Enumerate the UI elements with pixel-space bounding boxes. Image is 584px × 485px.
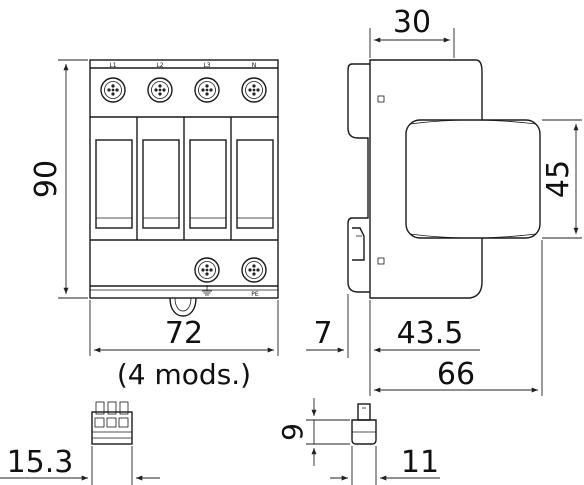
front-view: L1 L2 L3 N PE xyxy=(89,59,279,317)
dim-label-depth-total: 66 xyxy=(437,357,475,392)
pe-label: PE xyxy=(251,291,259,298)
cartridge-3 xyxy=(189,139,227,229)
side-lower-clip xyxy=(352,227,365,261)
plug-side-view: 9 11 xyxy=(276,398,440,485)
dim-label-height-front: 90 xyxy=(29,160,64,198)
side-din-rail-profile xyxy=(347,63,370,293)
side-cartridge xyxy=(405,119,541,239)
terminal-label-l2: L2 xyxy=(156,62,163,69)
terminal-label-n: N xyxy=(252,62,257,69)
terminal-screws-top xyxy=(100,77,267,103)
dim-label-plug-height: 9 xyxy=(276,423,309,441)
side-view xyxy=(347,59,541,299)
plug-contact xyxy=(106,417,117,428)
side-cartridge-bottom-curve xyxy=(409,233,537,239)
plug-contact xyxy=(118,417,129,428)
terminal-screws-bottom xyxy=(194,257,267,283)
cartridge-4 xyxy=(236,139,274,229)
ground-symbol-icon xyxy=(202,285,212,296)
terminal-screw-icon xyxy=(241,77,267,103)
side-indicator xyxy=(377,95,385,103)
plug-pin xyxy=(95,401,105,415)
terminal-label-l3: L3 xyxy=(203,62,210,69)
terminal-screw-icon xyxy=(100,77,126,103)
dim-label-depth-top: 30 xyxy=(393,5,431,40)
cartridge-1 xyxy=(95,139,133,229)
dim-label-offset-left: 7 xyxy=(313,316,332,351)
dim-label-height-side: 45 xyxy=(541,160,576,198)
side-dimensions: 30 45 7 43.5 66 xyxy=(306,5,582,396)
terminal-label-l1: L1 xyxy=(109,62,116,69)
side-housing xyxy=(369,59,483,299)
side-cartridge-top-curve xyxy=(409,119,537,125)
terminal-screw-icon xyxy=(194,77,220,103)
terminal-screw-icon xyxy=(241,257,267,283)
terminal-screw-icon xyxy=(147,77,173,103)
cartridge-2 xyxy=(142,139,180,229)
side-indicator xyxy=(377,257,385,265)
dim-label-depth-body: 43.5 xyxy=(397,316,464,351)
plug-body xyxy=(91,411,133,445)
plug-contact xyxy=(94,417,105,428)
plug-pin xyxy=(107,401,117,415)
dim-label-plug-width: 15.3 xyxy=(7,445,74,480)
plug-side-pin xyxy=(357,403,371,421)
dim-label-plug-depth: 11 xyxy=(401,445,439,480)
plug-pin xyxy=(119,401,129,415)
front-dimensions: 90 72 (4 mods.) xyxy=(29,59,279,391)
din-clip xyxy=(169,297,197,317)
terminal-screw-icon xyxy=(194,257,220,283)
plug-side-body xyxy=(351,419,377,445)
din-clip-inner xyxy=(174,297,192,312)
module-cartridges xyxy=(95,139,274,229)
plug-front-view: 15.3 xyxy=(0,401,160,485)
dim-label-modules: (4 mods.) xyxy=(117,358,251,391)
dim-label-width-front: 72 xyxy=(165,316,203,351)
front-housing xyxy=(89,59,279,299)
